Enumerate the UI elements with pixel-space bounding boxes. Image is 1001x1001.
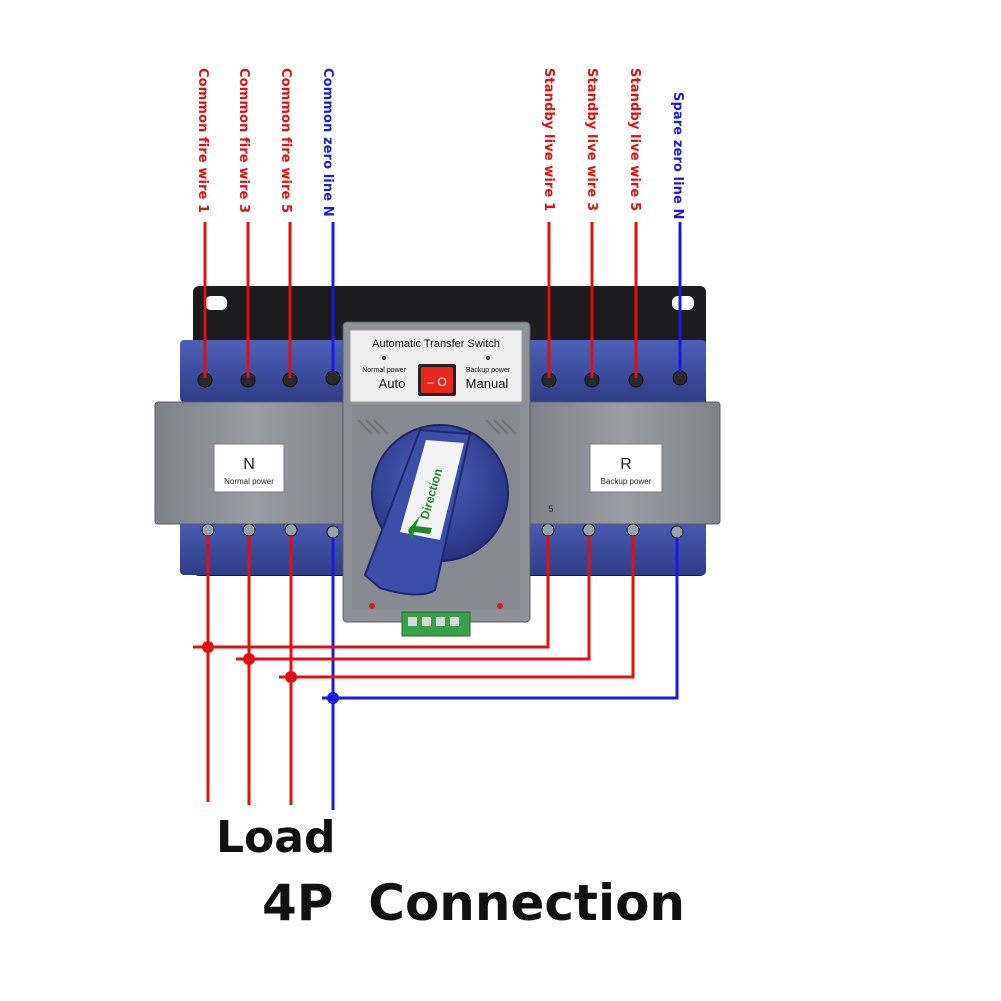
terminal-block-bottom-left [180,515,352,575]
left-module-letter: N [243,456,255,473]
label-standby-live-wire-5: Standby live wire 5 [627,68,642,212]
backup-power-small-label: Backup power [466,367,511,374]
label-common-fire-wire-5: Common fire wire 5 [278,68,293,214]
label-common-fire-wire-1: Common fire wire 1 [195,68,210,214]
left-module-caption: Normal power [224,477,274,486]
right-module-caption: Backup power [601,477,652,486]
mode-rocker-switch[interactable] [418,364,456,396]
panel-title: Automatic Transfer Switch [372,338,500,350]
normal-power-small-label: Normal power [362,367,406,374]
terminal-block-bottom-right [528,515,706,575]
wires-load [193,222,682,810]
title-4p-connection: 4P Connection [262,874,686,932]
manual-label: Manual [466,376,509,391]
terminal-block-top-left [180,340,352,402]
right-module-letter: R [620,456,632,473]
label-standby-live-wire-1: Standby live wire 1 [541,68,556,212]
rotary-knob[interactable] [363,424,509,596]
left-breaker-module [154,401,354,525]
wire-junctions [202,641,339,704]
label-common-fire-wire-3: Common fire wire 3 [236,68,251,214]
knob-number: 5 [548,504,553,514]
label-common-zero-line-n: Common zero line N [320,68,335,217]
terminal-block-top-right [528,340,706,402]
auto-label: Auto [379,376,406,391]
rocker-mark: – O [427,375,446,389]
title-load: Load [216,812,336,863]
label-spare-zero-line-n: Spare zero line N [670,92,685,220]
label-standby-live-wire-3: Standby live wire 3 [584,68,599,212]
terminal-screws [197,370,688,539]
right-breaker-module [526,401,721,525]
